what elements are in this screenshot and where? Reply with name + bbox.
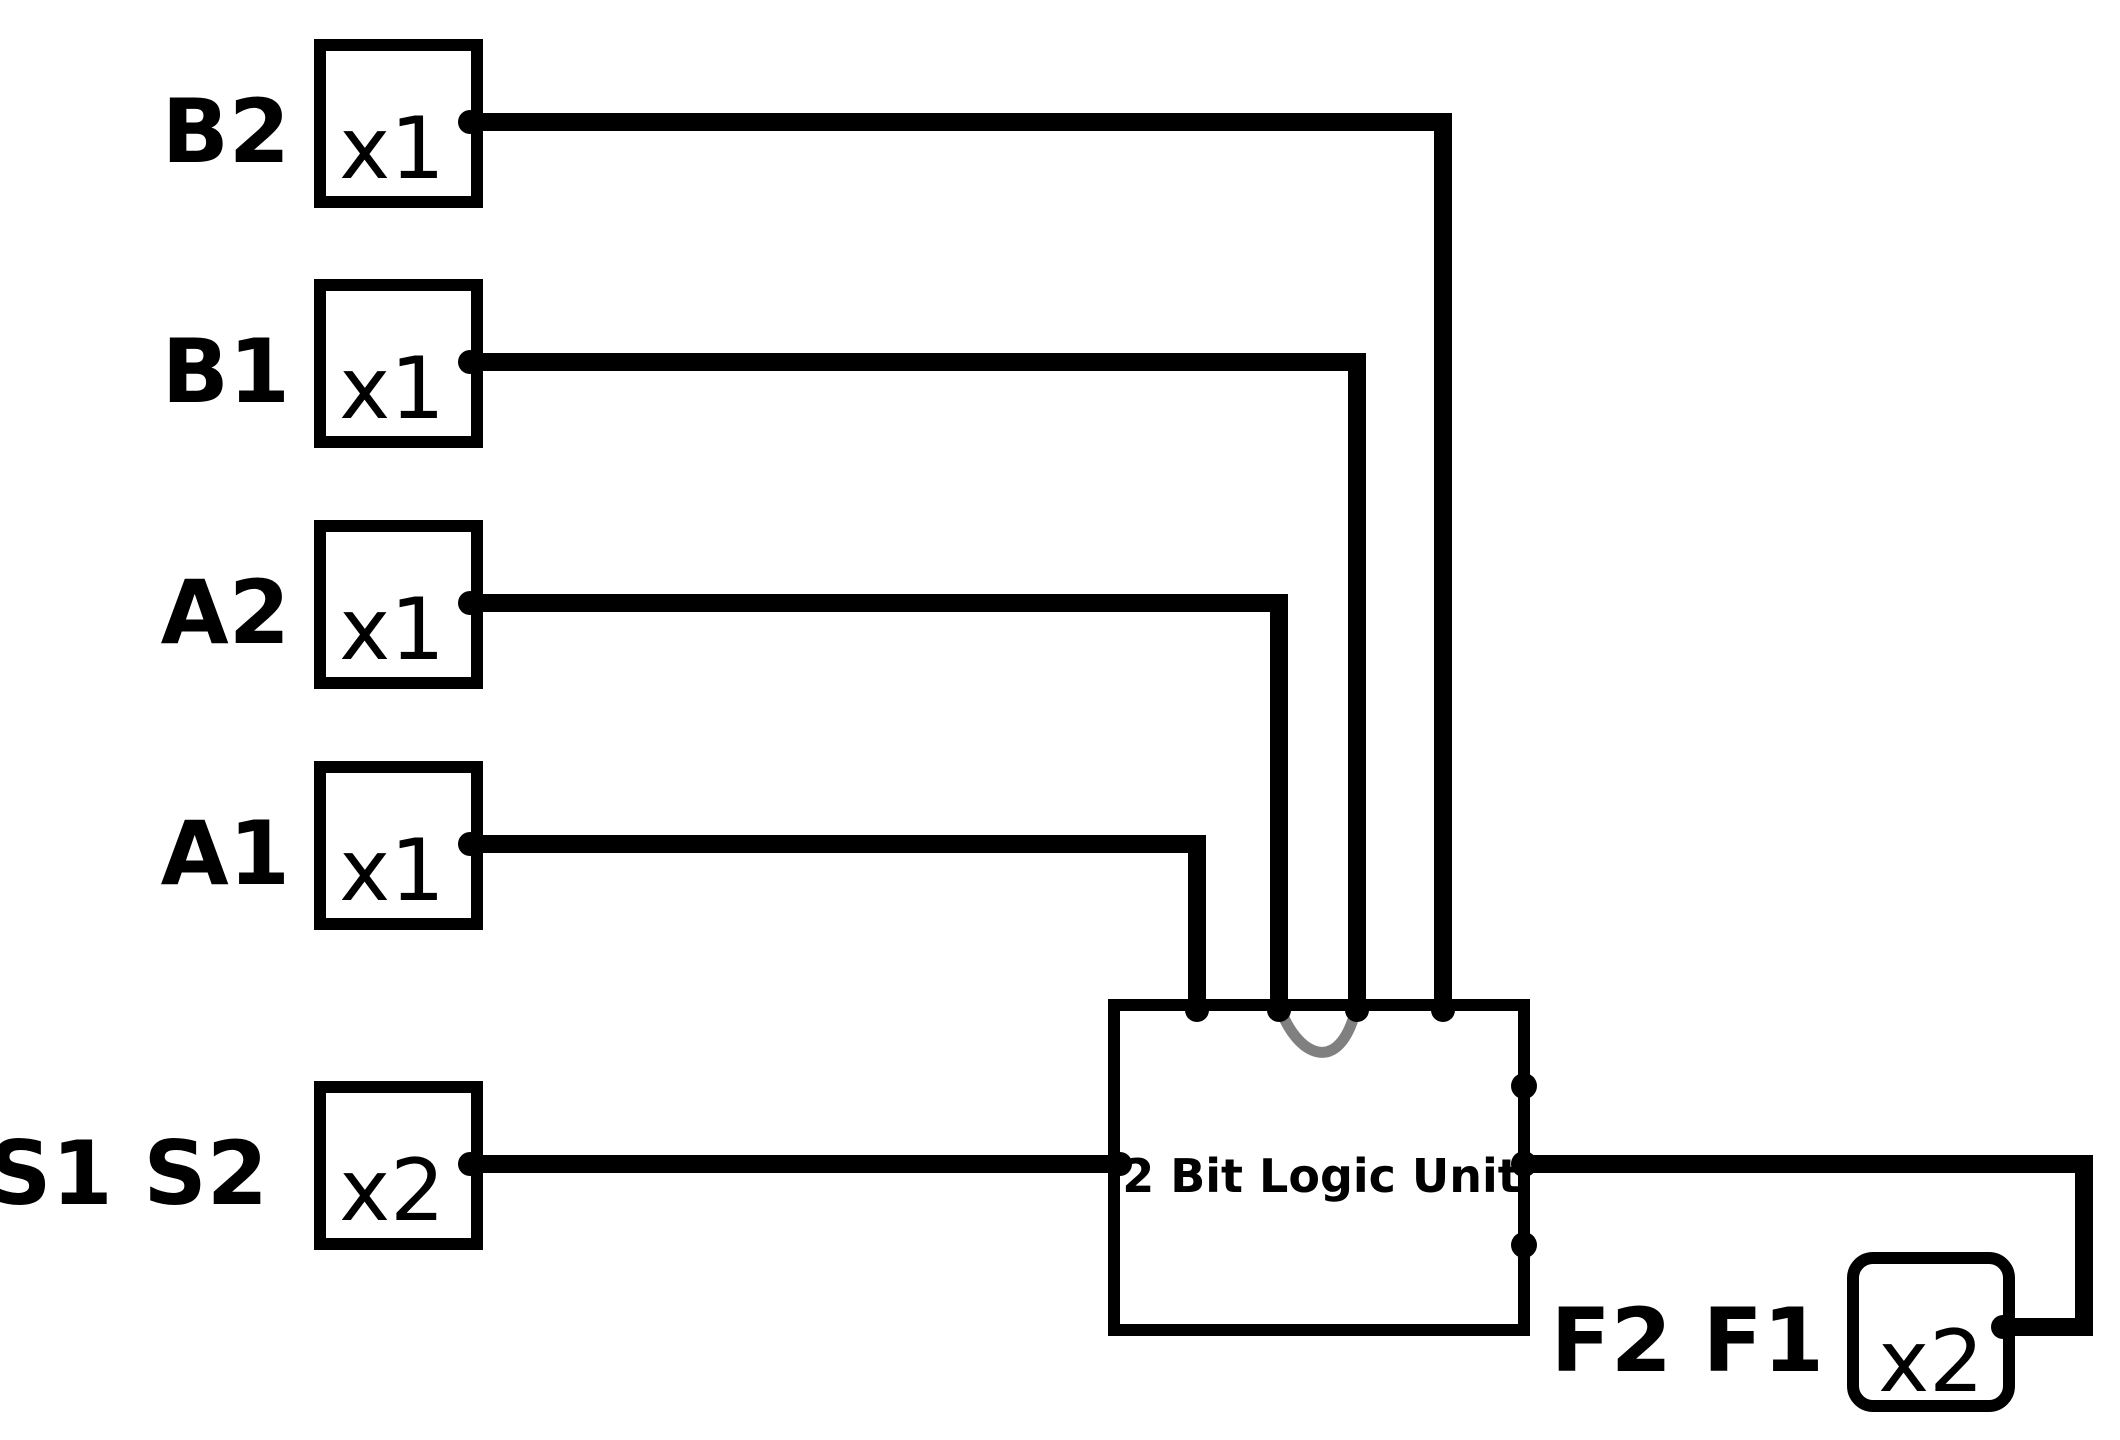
input-b2[interactable]: B2 x1 [162, 39, 483, 208]
wire-b2 [470, 113, 1452, 1005]
wire-a2 [470, 594, 1288, 1005]
input-pin [1991, 1315, 2015, 1339]
input-box[interactable] [314, 39, 483, 208]
logic-unit[interactable]: 2 Bit Logic Unit [1108, 998, 1537, 1336]
input-a2[interactable]: A2 x1 [161, 520, 483, 689]
wire-f [1520, 1155, 2093, 1336]
input-b1[interactable]: B1 x1 [162, 279, 483, 448]
output-pin [458, 1152, 482, 1176]
input-pin-b2 [1431, 998, 1455, 1022]
side-pin [1511, 1232, 1537, 1258]
output-pin [458, 350, 482, 374]
input-pin-s [1108, 1152, 1132, 1176]
input-label: B2 [162, 80, 290, 183]
output-pin [458, 832, 482, 856]
input-pin-a2 [1267, 998, 1291, 1022]
output-pin-f [1511, 1151, 1537, 1177]
wire-a1 [470, 835, 1206, 1005]
input-box-text: x1 [339, 821, 445, 921]
wire-b1 [470, 353, 1366, 1005]
output-f2-f1[interactable]: F2 F1 x2 [1551, 1252, 2015, 1412]
input-box-text: x1 [339, 339, 445, 439]
output-pin [458, 591, 482, 615]
input-label: S1 S2 [0, 1122, 268, 1225]
output-box-text: x2 [1878, 1312, 1984, 1412]
input-pin-a1 [1185, 998, 1209, 1022]
input-label: A2 [161, 561, 290, 664]
input-a1[interactable]: A1 x1 [161, 761, 483, 930]
logic-unit-body[interactable] [1108, 999, 1530, 1336]
crossover-wire [1273, 1003, 1363, 1058]
output-pin [458, 110, 482, 134]
wires [470, 113, 2093, 1336]
input-box-text: x2 [339, 1141, 445, 1241]
input-box[interactable] [314, 1081, 483, 1250]
side-pin [1511, 1073, 1537, 1099]
input-pin-b1 [1345, 998, 1369, 1022]
output-label: F2 F1 [1551, 1289, 1824, 1392]
input-box[interactable] [314, 761, 483, 930]
input-s1-s2[interactable]: S1 S2 x2 [0, 1081, 483, 1250]
input-label: B1 [162, 320, 290, 423]
input-box-text: x1 [339, 580, 445, 680]
input-label: A1 [161, 802, 290, 905]
input-box-text: x1 [339, 99, 445, 199]
logic-unit-label: 2 Bit Logic Unit [1122, 1149, 1520, 1203]
